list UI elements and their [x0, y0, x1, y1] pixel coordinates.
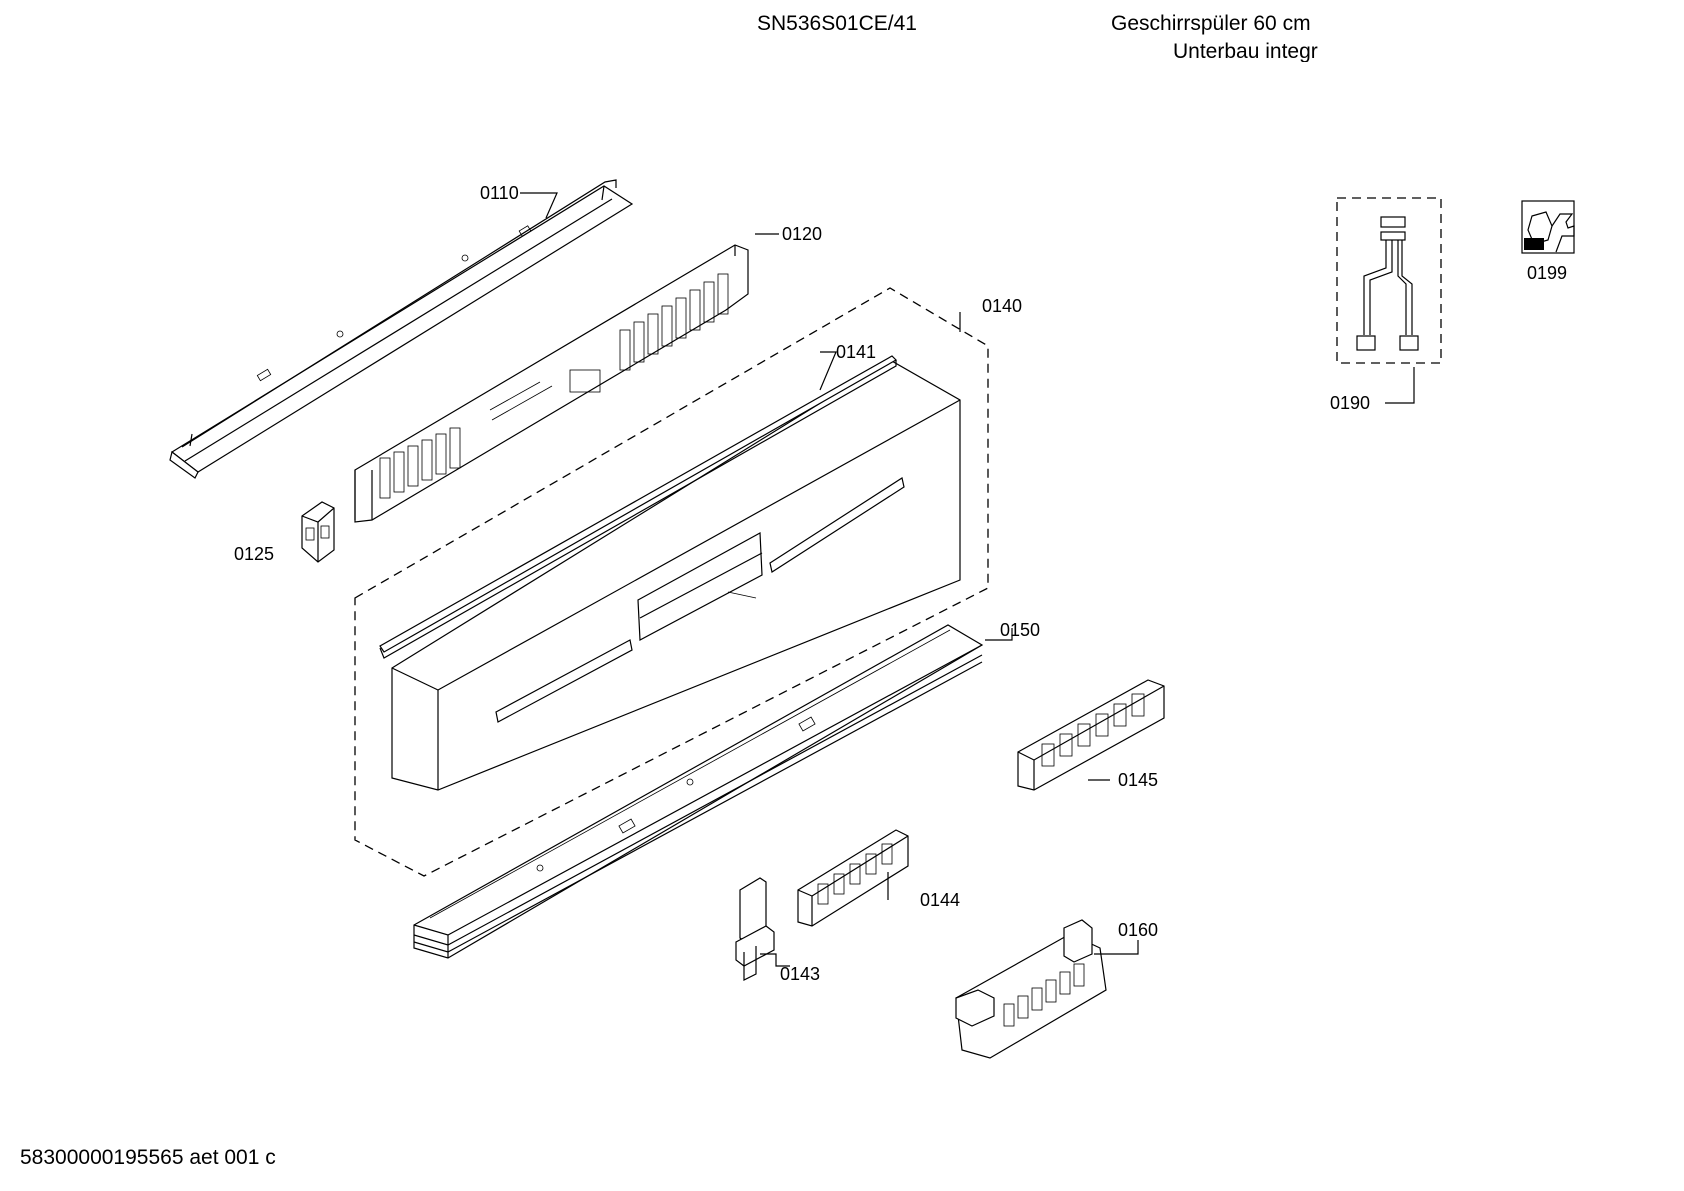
label-0110: 0110 [480, 183, 519, 203]
label-0150: 0150 [1000, 620, 1040, 640]
label-0125: 0125 [234, 544, 274, 564]
label-0160: 0160 [1118, 920, 1158, 940]
part-0145-button-bracket[interactable] [1017, 679, 1165, 791]
label-0143: 0143 [780, 964, 820, 984]
part-0110-rail[interactable] [169, 179, 634, 479]
document-code: 58300000195565 aet 001 c [20, 1146, 276, 1169]
part-0125-clip[interactable] [301, 501, 335, 563]
part-0141-trim-strip[interactable] [379, 351, 897, 659]
part-0140-control-panel[interactable] [391, 359, 961, 791]
label-0145: 0145 [1118, 770, 1158, 790]
model-number: SN536S01CE/41 [757, 12, 917, 35]
appliance-subtype: Unterbau integr [1173, 40, 1318, 62]
part-0190-wiring-harness[interactable] [1336, 197, 1442, 364]
label-0140: 0140 [982, 296, 1022, 316]
part-0144-button-bracket[interactable] [797, 829, 909, 927]
label-0199: 0199 [1527, 263, 1567, 283]
wrench-icon [1524, 238, 1544, 250]
label-0141: 0141 [836, 342, 876, 362]
part-0120-control-module[interactable] [354, 233, 779, 523]
label-0190: 0190 [1330, 393, 1370, 413]
leader-0190 [1385, 367, 1415, 404]
part-0199-service-tool[interactable] [1521, 200, 1575, 254]
label-0144: 0144 [920, 890, 960, 910]
part-0150-bottom-rail[interactable] [413, 624, 1013, 959]
part-0143-latch[interactable] [735, 877, 790, 981]
label-0120: 0120 [782, 224, 822, 244]
part-0160-connector-housing[interactable] [955, 919, 1139, 1059]
appliance-description: Geschirrspüler 60 cm [1111, 12, 1311, 35]
assembly-0140-outline [354, 287, 989, 877]
